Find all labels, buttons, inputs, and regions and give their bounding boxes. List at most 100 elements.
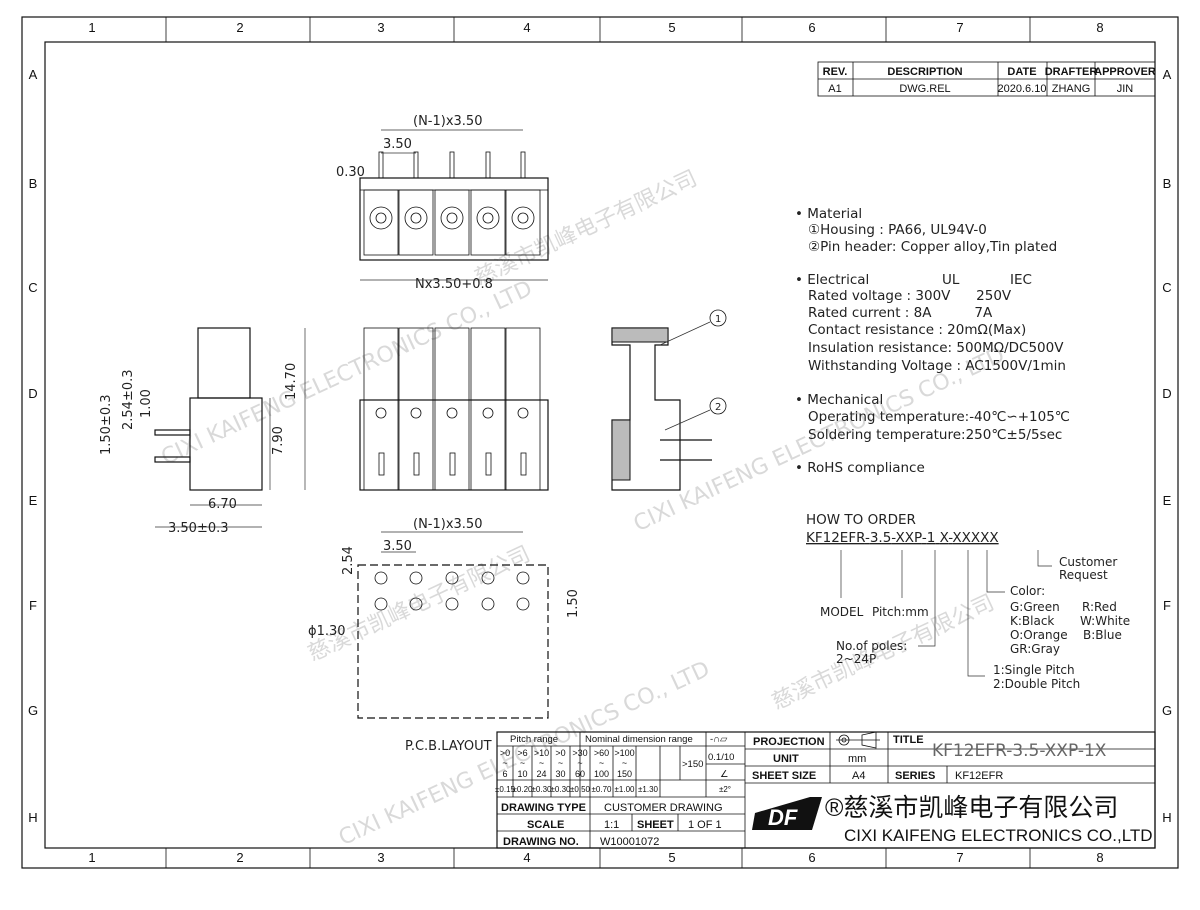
pcb-layout: (N-1)x3.50 3.50 2.54 1.50 ϕ1.30 P.C.B.LA… (308, 517, 581, 754)
dims-top_pitch: 3.50 (383, 137, 412, 152)
dims-callout1: 1 (715, 314, 721, 325)
dims-side_c: 1.00 (139, 389, 154, 418)
order-colors-3: W:White (1080, 614, 1130, 628)
zone-column-label: 3 (377, 850, 384, 865)
order-colors-6: GR:Gray (1010, 642, 1060, 656)
tolerance-tols-1: ±0.20 (513, 785, 534, 794)
watermark-cn: 慈溪市凯峰电子有限公司 (304, 542, 534, 667)
zone-column-label: 8 (1096, 20, 1103, 35)
zone-row-label: B (29, 176, 38, 191)
titleblock-scale: 1:1 (604, 819, 619, 831)
titleblock-company_cn: ®慈溪市凯峰电子有限公司 (825, 794, 1118, 822)
zone-row-label: F (1163, 598, 1171, 613)
dims-pcb_pitch: 3.50 (383, 539, 412, 554)
titleblock-sheet_size_label: SHEET SIZE (752, 770, 816, 782)
titleblock-unit_label: UNIT (773, 753, 799, 765)
section-view: 1 2 (611, 309, 727, 491)
pcb-hole (374, 571, 388, 585)
pcb-hole (481, 597, 495, 611)
tolerance-angular_ratio: 0.1/10 (708, 752, 734, 763)
tolerance-ranges-2-1: 24 (536, 769, 546, 779)
titleblock-series_label: SERIES (895, 770, 935, 782)
side-view: 14.70 7.90 6.70 3.50±0.3 1.50±0.3 2.54±0… (99, 327, 306, 536)
revision-headers-2: DATE (1007, 66, 1036, 78)
specs-mechanical-title: • Mechanical (795, 392, 883, 408)
tolerance-ranges-4-1: 60 (575, 769, 585, 779)
pcb-hole (481, 571, 495, 585)
dims-pcb_label: P.C.B.LAYOUT (405, 739, 492, 754)
tolerance-ranges-3-0: >0 (555, 748, 565, 758)
tolerance-tols-4: ±0.50 (570, 785, 591, 794)
zone-column-label: 1 (88, 20, 95, 35)
tolerance-tols-7: ±1.30 (638, 785, 659, 794)
revision-headers-0: REV. (823, 66, 848, 78)
revision-row-2: 2020.6.10 (998, 83, 1047, 95)
tolerance-tols-3: ±0.30 (551, 785, 572, 794)
zone-row-label: E (29, 493, 38, 508)
tolerance-ranges-4-0: >30 (572, 748, 587, 758)
tolerance-pitch_range: Pitch range (510, 734, 558, 745)
title-block: Pitch range Nominal dimension range -∩▱ … (495, 731, 1156, 849)
dims-side_h: 14.70 (284, 363, 299, 400)
top-view: (N-1)x3.50 3.50 0.30 Nx3.50+0.8 (336, 114, 549, 292)
specs-electrical-lines-0: Rated voltage : 300V 250V (808, 288, 1012, 304)
zone-column-label: 1 (88, 850, 95, 865)
specs-electrical-title: • Electrical (795, 272, 869, 288)
revision-headers-1: DESCRIPTION (887, 66, 962, 78)
order-code-8: X (940, 530, 949, 546)
specs-electrical-lines-3: Insulation resistance: 500MΩ/DC500V (808, 340, 1064, 356)
pcb-hole (409, 571, 423, 585)
titleblock-drawing_no_label: DRAWING NO. (503, 836, 579, 848)
zone-column-label: 8 (1096, 850, 1103, 865)
order-code-9: - (948, 530, 953, 546)
tolerance-tols-2: ±0.30 (532, 785, 553, 794)
revision-row-0: A1 (828, 83, 841, 95)
titleblock-scale_label: SCALE (527, 819, 564, 831)
pcb-hole (445, 597, 459, 611)
dims-overall: Nx3.50+0.8 (415, 277, 493, 292)
zone-column-label: 4 (523, 20, 530, 35)
revision-headers-4: APPROVER (1094, 66, 1156, 78)
dims-pcb_pitch_n: (N-1)x3.50 (413, 517, 482, 532)
svg-text:~: ~ (577, 758, 582, 768)
order-code-3: - (891, 530, 896, 546)
tolerance-ranges-2-0: >10 (534, 748, 549, 758)
titleblock-sheet: 1 OF 1 (688, 819, 722, 831)
order-colors-4: O:Orange (1010, 628, 1068, 642)
tolerance-ranges-5-0: >60 (594, 748, 609, 758)
order-title: HOW TO ORDER (806, 512, 916, 528)
zone-row-label: D (1162, 386, 1171, 401)
tolerance-tols-0: ±0.15 (495, 785, 516, 794)
titleblock-sheet_size: A4 (852, 770, 865, 782)
titleblock-title: KF12EFR-3.5-XXP-1X (932, 741, 1107, 761)
order-colors-1: R:Red (1082, 600, 1117, 614)
tolerance-tols-8: ±2° (719, 785, 731, 794)
dims-pcb_hole: ϕ1.30 (308, 624, 346, 639)
order-poles-0: No.of poles: (836, 639, 907, 653)
zone-row-label: H (28, 810, 37, 825)
zone-row-label: E (1163, 493, 1172, 508)
order-code-4: XXP (896, 530, 922, 546)
dims-side_w: 6.70 (208, 497, 237, 512)
dims-pcb_row: 2.54 (341, 546, 356, 575)
revision-headers-3: DRAFTER (1045, 66, 1098, 78)
dims-pin_w: 0.30 (336, 165, 365, 180)
tolerance-symbols: -∩▱ (710, 734, 728, 745)
dims-side_pin: 3.50±0.3 (168, 521, 229, 536)
tolerance-ranges-0-1: 6 (502, 769, 507, 779)
titleblock-projection_label: PROJECTION (753, 736, 825, 748)
zone-row-label: C (28, 280, 37, 295)
pcb-hole (374, 597, 388, 611)
projection-symbol (836, 731, 880, 749)
tolerance-nominal_range: Nominal dimension range (585, 734, 693, 745)
tolerance-ranges-1-0: >6 (517, 748, 527, 758)
watermark-en: CIXI KAIFENG ELECTRONICS CO., LTD (158, 276, 537, 470)
tolerance-ranges-3-1: 30 (555, 769, 565, 779)
order-colors-2: K:Black (1010, 614, 1054, 628)
specs-electrical-ul: UL (942, 272, 960, 288)
revision-row-1: DWG.REL (899, 83, 950, 95)
specs-electrical-iec: IEC (1010, 272, 1032, 288)
dims-callout2: 2 (715, 402, 721, 413)
